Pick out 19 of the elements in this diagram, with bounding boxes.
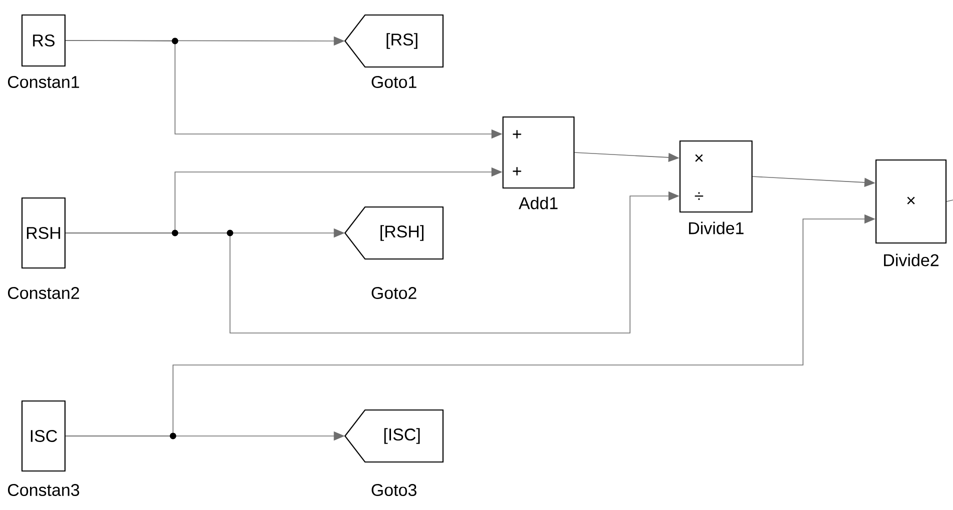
block-label: Divide2 bbox=[884, 254, 938, 266]
block-label: Constan1 bbox=[8, 76, 80, 88]
constant-block: ISC bbox=[21, 400, 66, 472]
block-label: Constan2 bbox=[8, 286, 80, 300]
block-label: Add1 bbox=[518, 196, 558, 210]
block-label: Divide1 bbox=[689, 222, 744, 234]
goto-block: [RSH] bbox=[344, 206, 444, 260]
goto-block: [ISC] bbox=[344, 409, 444, 463]
signal-line bbox=[946, 200, 953, 202]
constant-block: × bbox=[875, 159, 947, 244]
math-block: × ÷ bbox=[679, 140, 753, 213]
block-label: Goto3 bbox=[372, 484, 416, 496]
constant-block: RSH bbox=[21, 197, 66, 269]
block-label: Goto2 bbox=[372, 286, 416, 300]
block-label: Goto1 bbox=[372, 76, 416, 88]
block-label: Constan3 bbox=[8, 484, 80, 496]
goto-block: [RS] bbox=[344, 14, 444, 68]
constant-block: RS bbox=[21, 14, 66, 67]
math-block: + + bbox=[502, 116, 575, 189]
